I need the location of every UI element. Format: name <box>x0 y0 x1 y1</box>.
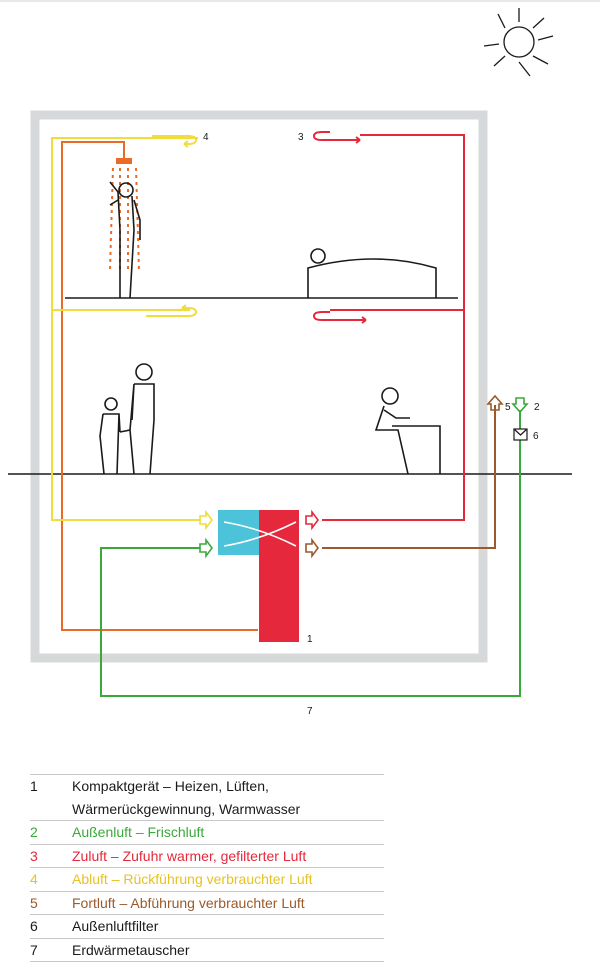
legend-row: 3 Zuluft – Zufuhr warmer, gefilterter Lu… <box>30 845 384 868</box>
label-6: 6 <box>533 431 539 442</box>
label-5: 5 <box>505 402 511 413</box>
house-frame <box>30 110 488 663</box>
supply-hook-top <box>312 131 361 144</box>
legend-number: 5 <box>30 894 38 911</box>
shower-icon <box>109 150 140 271</box>
outgoing-air-line <box>322 405 496 549</box>
ventilation-diagram: 1 2 3 4 5 6 7 <box>0 0 600 717</box>
fresh-air-line <box>100 410 521 697</box>
legend-row: 7 Erdwärmetauscher <box>30 939 384 962</box>
legend-number: 6 <box>30 918 38 934</box>
label-1: 1 <box>307 634 313 645</box>
supply-hook-mid <box>312 311 367 324</box>
legend-number: 2 <box>30 824 38 840</box>
legend-row: 4 Abluft – Rückführung verbrauchter Luft <box>30 868 384 892</box>
legend-number: 3 <box>30 847 38 864</box>
legend-number: 4 <box>30 871 38 887</box>
legend-text: Zuluft – Zufuhr warmer, gefilterter Luft <box>72 847 307 864</box>
seated-person <box>374 387 441 475</box>
legend: 1 Kompaktgerät – Heizen, Lüften, Wärmerü… <box>30 774 384 962</box>
legend-number: 7 <box>30 941 38 958</box>
fresh-air-arrow <box>511 397 529 414</box>
flow-arrow-green <box>199 537 213 559</box>
sun-icon <box>483 8 554 77</box>
legend-text: Außenluftfilter <box>72 918 159 934</box>
legend-text: Außenluft – Frischluft <box>72 824 205 840</box>
flow-arrow-yellow <box>199 509 213 531</box>
legend-row: 6 Außenluftfilter <box>30 915 384 939</box>
warmwater-line <box>61 141 258 631</box>
legend-row: 5 Fortluft – Abführung verbrauchter Luft <box>30 892 384 915</box>
label-2: 2 <box>534 402 540 413</box>
legend-text: Fortluft – Abführung verbrauchter Luft <box>72 894 305 911</box>
legend-number: 1 <box>30 778 38 794</box>
exhaust-hook-mid <box>146 304 198 317</box>
exhaust-hook-top <box>152 135 198 148</box>
outgoing-air-arrow <box>486 394 504 411</box>
legend-text: Abluft – Rückführung verbrauchter Luft <box>72 871 313 887</box>
flow-arrow-brown <box>305 537 319 559</box>
legend-row: 2 Außenluft – Frischluft <box>30 821 384 845</box>
legend-row: 1 Kompaktgerät – Heizen, Lüften, Wärmerü… <box>30 775 384 821</box>
filter-icon <box>513 428 528 441</box>
label-3: 3 <box>298 132 304 143</box>
label-4: 4 <box>203 132 209 143</box>
adult-figure <box>129 363 155 475</box>
bed <box>307 248 437 298</box>
child-figure <box>99 397 131 475</box>
flow-arrow-red <box>305 509 319 531</box>
compact-unit <box>218 510 299 642</box>
label-7: 7 <box>307 706 313 717</box>
legend-text: Kompaktgerät – Heizen, Lüften, Wärmerück… <box>72 778 301 817</box>
exhaust-air-line <box>51 137 200 521</box>
supply-air-line <box>322 134 465 521</box>
person-showering <box>109 181 141 299</box>
legend-text: Erdwärmetauscher <box>72 941 190 958</box>
